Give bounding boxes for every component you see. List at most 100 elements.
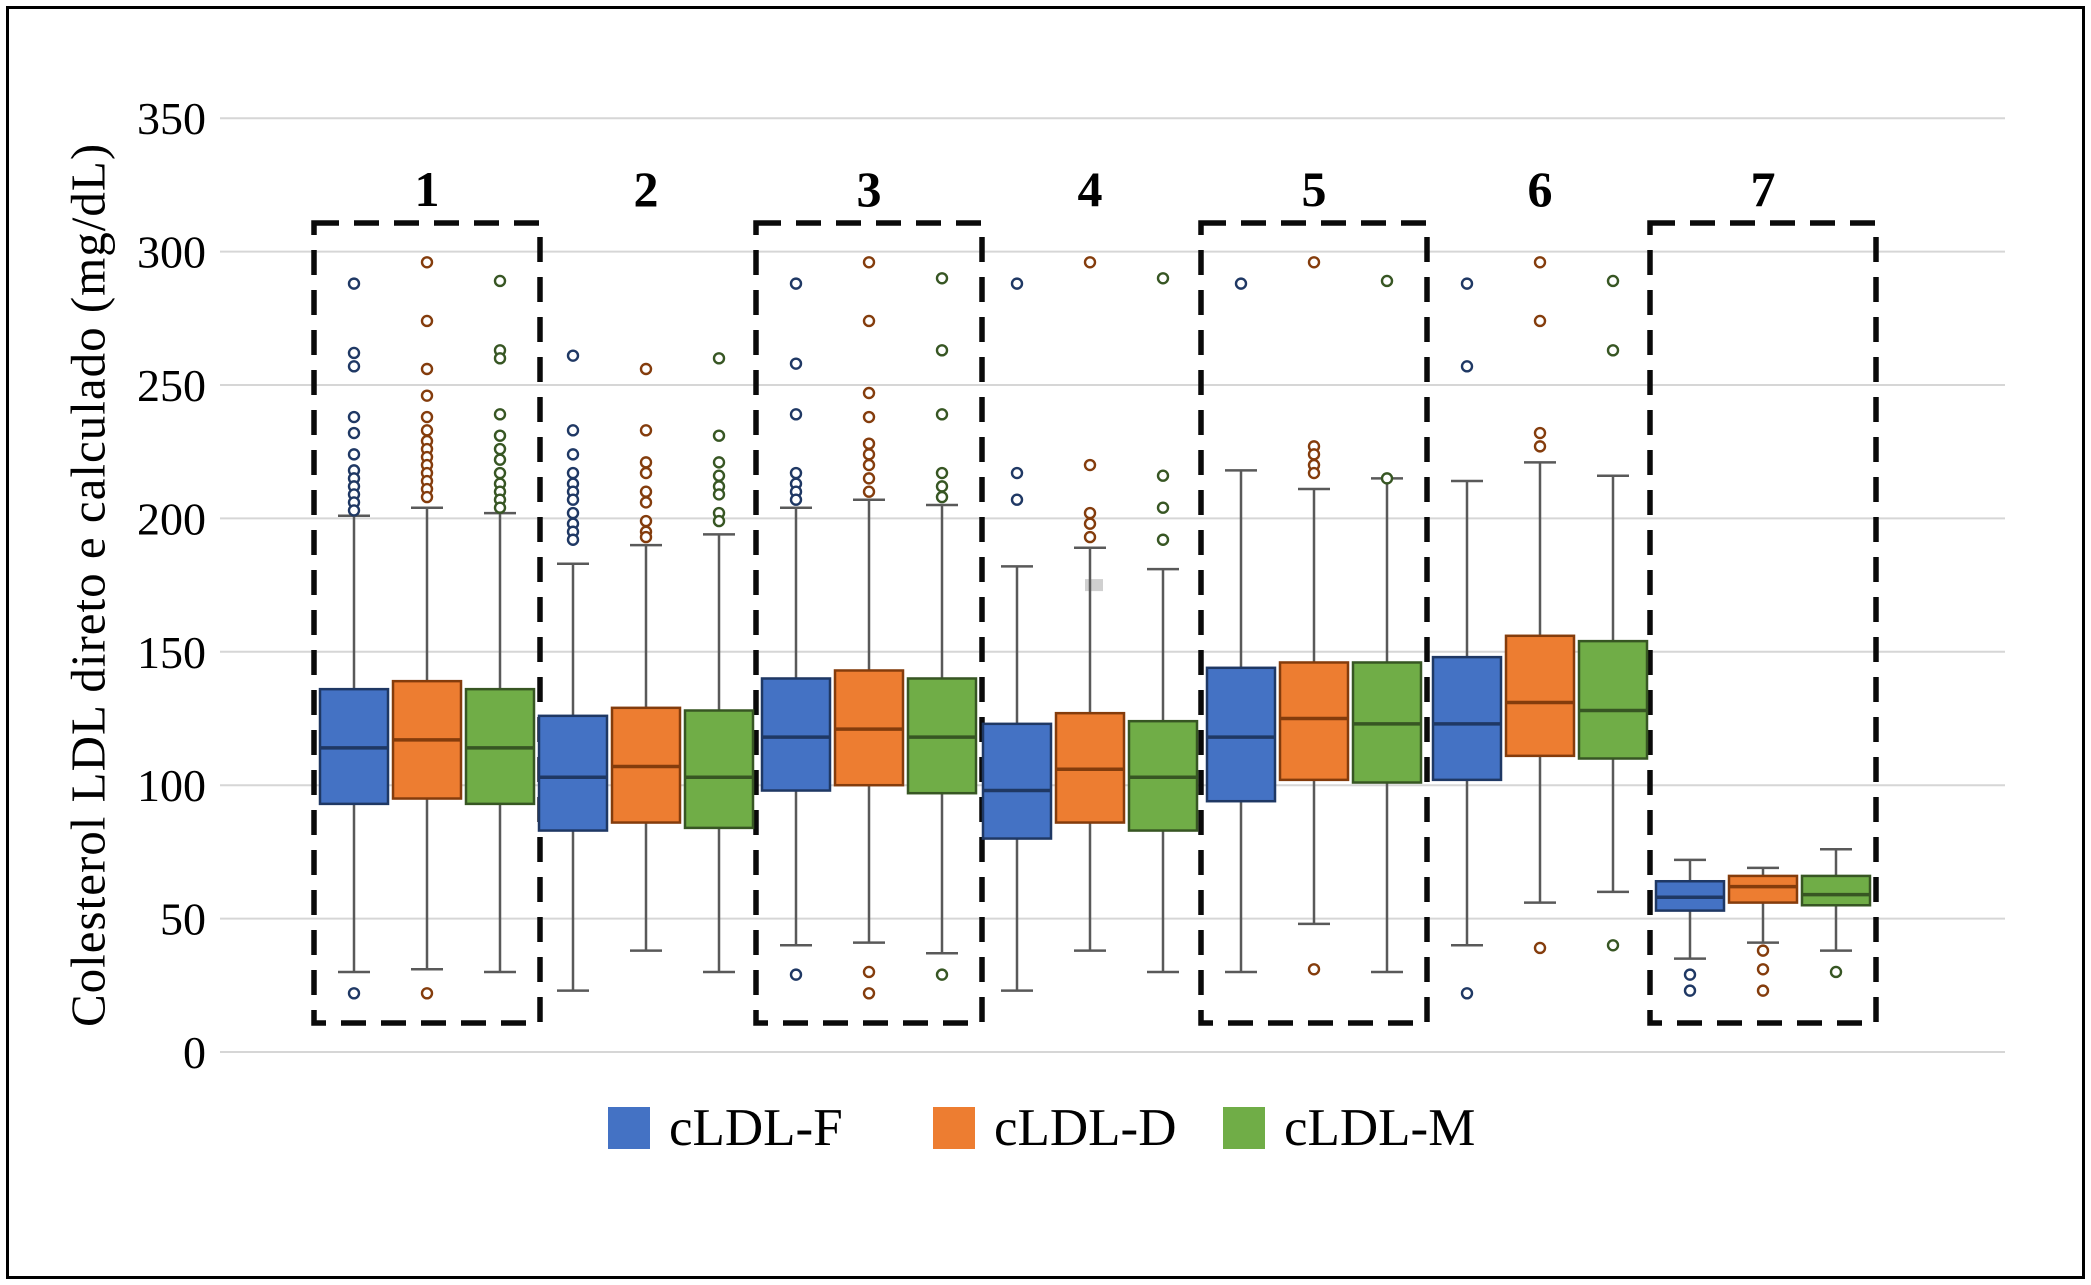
outlier-dot (935, 466, 949, 480)
legend-swatch-cldl-f (608, 1107, 650, 1149)
outlier-dot (1533, 256, 1547, 269)
y-tick-label-250: 250 (137, 360, 206, 411)
outlier-dot (493, 466, 507, 480)
outlier-dot (712, 469, 726, 482)
box-group7-cLDL-F (1654, 858, 1726, 997)
iqr-box (981, 722, 1053, 840)
outlier-dot (1083, 256, 1097, 269)
outlier-dot (493, 429, 507, 442)
outlier-dot (862, 410, 876, 424)
box-group5-cLDL-F (1205, 277, 1277, 974)
outlier-dot (1083, 517, 1097, 530)
outlier-dot (862, 448, 876, 461)
outlier-dot (420, 256, 434, 269)
outlier-dot (1307, 448, 1321, 461)
y-tick-label-200: 200 (137, 493, 206, 544)
y-tick-label-0: 0 (183, 1027, 206, 1078)
y-tick-label-50: 50 (160, 894, 206, 945)
legend-item-cldl-d: cLDL-D (933, 1098, 1176, 1158)
outlier-dot (712, 514, 726, 528)
outlier-dot (566, 448, 580, 461)
outlier-dot (1083, 506, 1097, 520)
highlight-dashed-box-group-7 (1647, 220, 1879, 1026)
outlier-dot (639, 424, 653, 437)
outlier-dot (1083, 458, 1097, 472)
outlier-dot (1460, 987, 1474, 1000)
outlier-dot (347, 410, 361, 424)
box-group1-cLDL-D (391, 256, 463, 1000)
outlier-dot (347, 346, 361, 360)
outlier-dot (493, 442, 507, 456)
outlier-dot (566, 506, 580, 520)
outlier-dot (1010, 277, 1024, 290)
outlier-dot (493, 453, 507, 466)
outlier-dot (789, 357, 803, 370)
outlier-dot (1606, 344, 1620, 357)
outlier-dot (566, 424, 580, 437)
highlight-dashed-box-group-1 (311, 220, 543, 1026)
outlier-dot (1460, 360, 1474, 373)
outlier-dot (862, 437, 876, 450)
outlier-dot (639, 362, 653, 376)
group-label-1: 1 (415, 161, 440, 217)
box-group2-cLDL-F (537, 349, 609, 992)
legend-item-cldl-f: cLDL-F (608, 1098, 843, 1158)
outlier-dot (493, 274, 507, 288)
box-group2-cLDL-M (683, 352, 755, 974)
iqr-box (1727, 874, 1799, 904)
box-group7-cLDL-D (1727, 866, 1799, 997)
outlier-dot (639, 530, 653, 544)
outlier-dot (1307, 963, 1321, 976)
box-group3-cLDL-D (833, 256, 905, 1000)
outlier-dot (862, 386, 876, 400)
box-group4-cLDL-F (981, 277, 1053, 992)
y-tick-label-150: 150 (137, 627, 206, 678)
outlier-dot (862, 256, 876, 269)
iqr-box (1504, 634, 1576, 758)
outlier-dot (566, 349, 580, 362)
iqr-box (1800, 874, 1872, 907)
outlier-dot (862, 485, 876, 498)
legend-swatch-cldl-d (933, 1107, 975, 1149)
y-axis-title: Colesterol LDL direto e calculado (mg/dL… (60, 142, 116, 1028)
box-group2-cLDL-D (610, 362, 682, 952)
outlier-dot (1010, 466, 1024, 480)
group-label-4: 4 (1078, 161, 1103, 217)
outlier-dot (1156, 533, 1170, 546)
outlier-dot (935, 490, 949, 504)
highlight-dashed-box-group-3 (753, 220, 985, 1026)
outlier-dot (789, 277, 803, 290)
iqr-box (683, 709, 755, 830)
outlier-dot (1156, 469, 1170, 482)
outlier-dot (1156, 501, 1170, 514)
outlier-dot (1460, 277, 1474, 290)
outlier-dot (712, 488, 726, 501)
outlier-dot (712, 429, 726, 442)
outlier-dot (1156, 272, 1170, 285)
outlier-dot (1533, 941, 1547, 955)
outlier-dot (862, 965, 876, 979)
highlight-dashed-box-group-5 (1198, 220, 1430, 1026)
box-group5-cLDL-D (1278, 256, 1350, 976)
iqr-box (1577, 639, 1649, 760)
box-group7-cLDL-M (1800, 847, 1872, 979)
outlier-dot (935, 480, 949, 493)
box-group6-cLDL-F (1431, 277, 1503, 1000)
outlier-dot (789, 493, 803, 506)
outlier-dot (566, 533, 580, 546)
outlier-dot (1683, 984, 1697, 997)
outlier-dot (347, 426, 361, 440)
outlier-dot (712, 456, 726, 469)
outlier-dot (420, 389, 434, 402)
iqr-box (1205, 666, 1277, 803)
iqr-box (1278, 661, 1350, 782)
outlier-dot (639, 456, 653, 469)
y-tick-label-350: 350 (137, 93, 206, 144)
box-group1-cLDL-F (318, 277, 390, 1000)
outlier-dot (1010, 493, 1024, 506)
outlier-dot (493, 352, 507, 365)
box-group1-cLDL-M (464, 274, 536, 974)
outlier-dot (639, 466, 653, 480)
outlier-dot (789, 466, 803, 480)
